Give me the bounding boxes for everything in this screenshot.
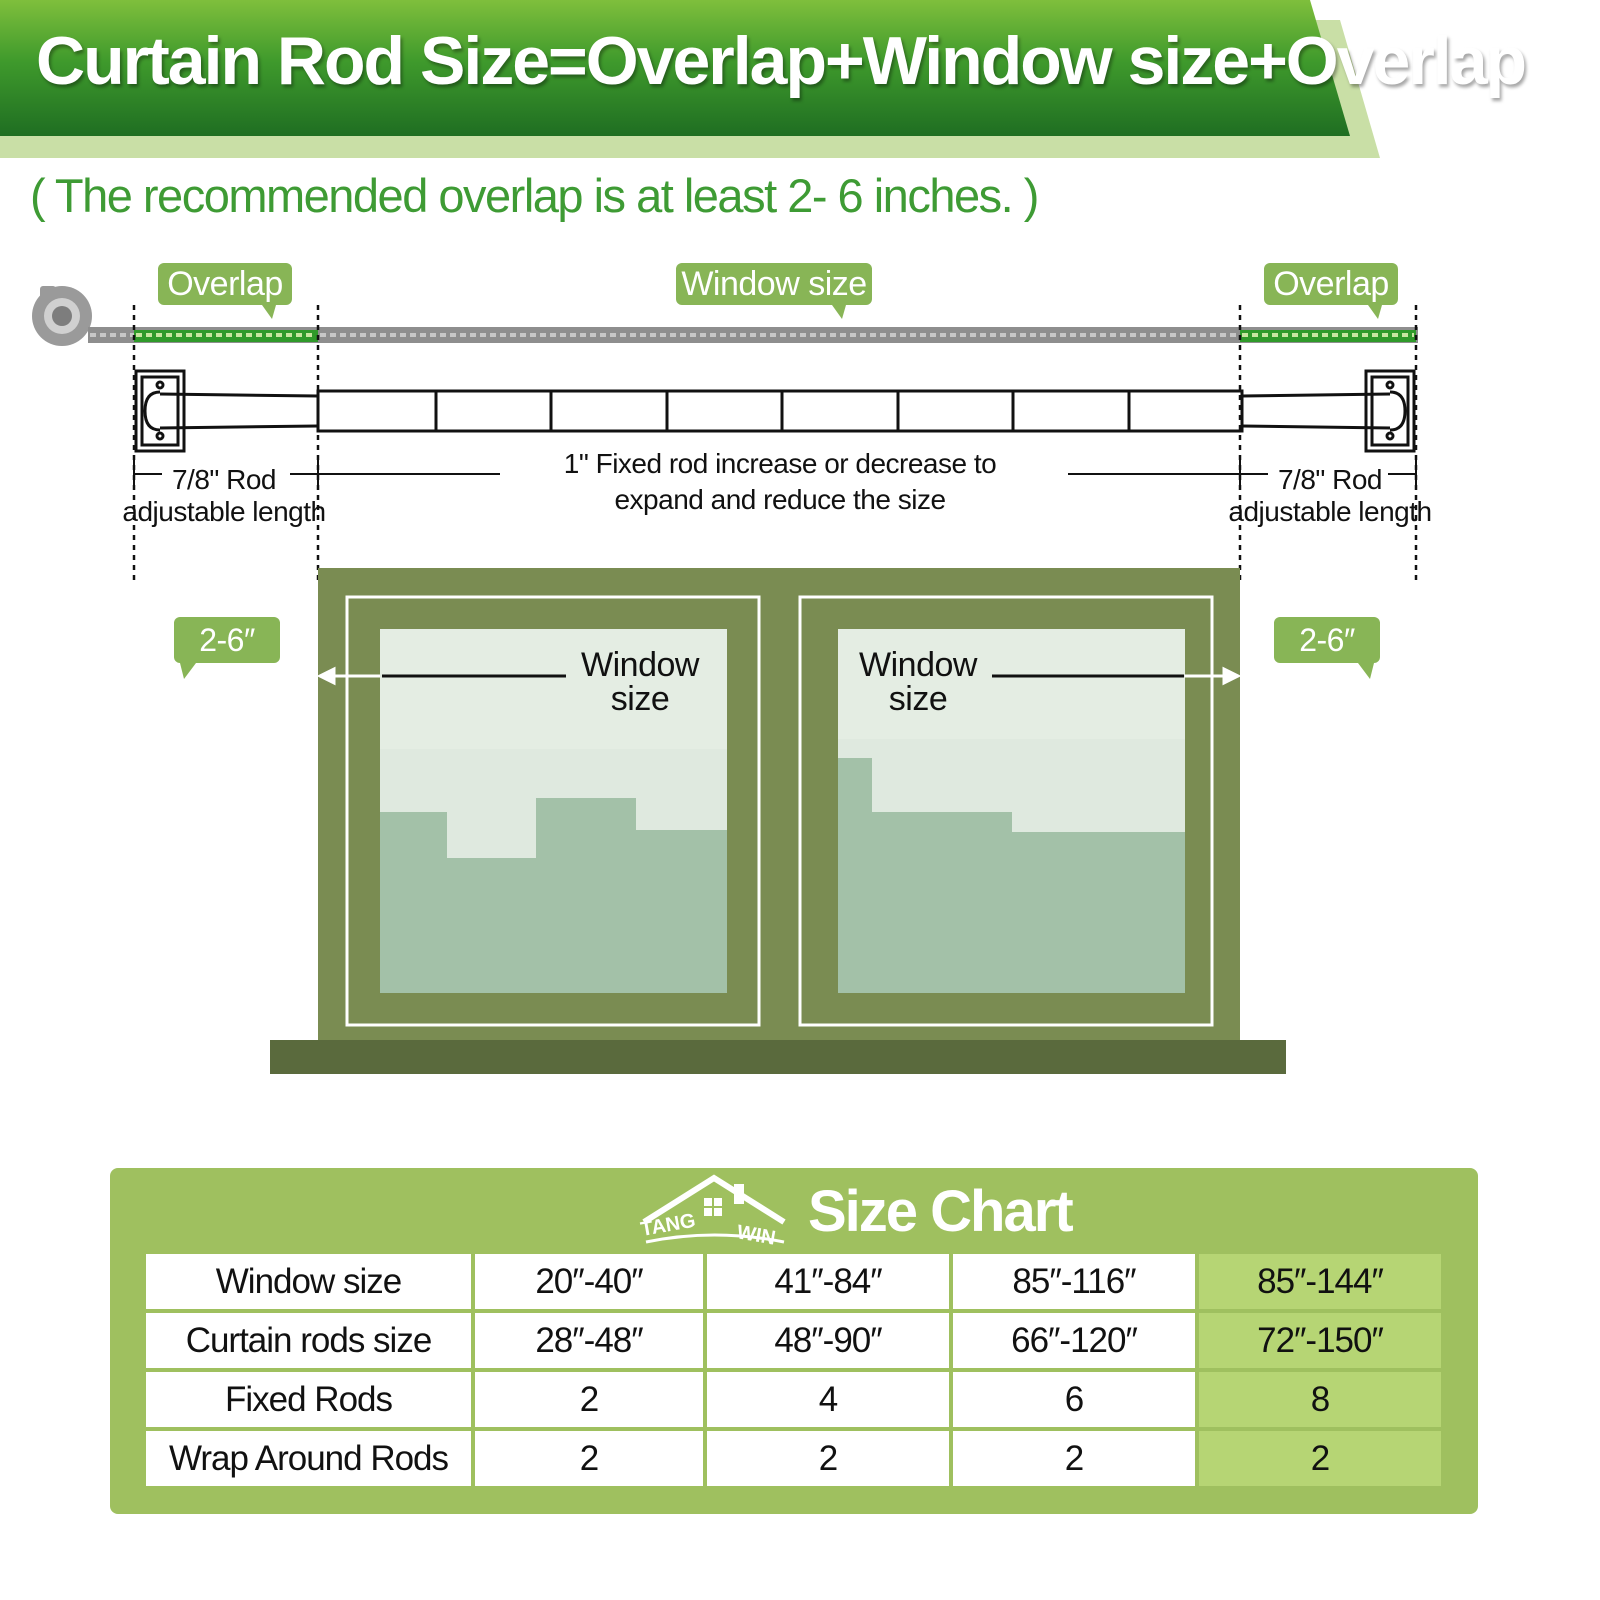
fixed-rod-label: 1" Fixed rod increase or decrease to exp… — [563, 448, 997, 515]
table-cell: 85″-116″ — [953, 1254, 1195, 1309]
right-sash — [798, 595, 1214, 1027]
table-cell: 66″-120″ — [953, 1313, 1195, 1368]
house-logo-icon: TANG WIN — [639, 1174, 786, 1248]
right-glass — [838, 629, 1185, 993]
tape-measure-icon — [32, 286, 92, 346]
table-cell: 4 — [707, 1372, 949, 1427]
table-cell: 8 — [1199, 1372, 1441, 1427]
gap-left-tag: 2-6″ — [174, 617, 280, 679]
curtain-rod — [134, 369, 1416, 453]
table-cell: 2 — [1199, 1431, 1441, 1486]
header-banner — [0, 0, 1350, 136]
overlap-left-tag: Overlap — [158, 263, 292, 319]
row-label: Fixed Rods — [146, 1372, 471, 1427]
svg-text:WIN: WIN — [735, 1221, 777, 1248]
measure-lines — [133, 460, 1417, 488]
overlap-arrows — [316, 666, 1242, 686]
gap-right-tag: 2-6″ — [1274, 617, 1380, 679]
left-glass — [380, 629, 727, 993]
row-label: Window size — [146, 1254, 471, 1309]
table-cell: 2 — [953, 1431, 1195, 1486]
table-cell: 72″-150″ — [1199, 1313, 1441, 1368]
page-title: Curtain Rod Size=Overlap+Window size+Ove… — [36, 23, 1527, 99]
table-cell: 48″-90″ — [707, 1313, 949, 1368]
pane-right-label: Window size — [859, 646, 977, 718]
left-sash — [345, 595, 761, 1027]
table-row: Window size 20″-40″ 41″-84″ 85″-116″ 85″… — [146, 1254, 1441, 1309]
window-sill — [270, 1040, 1286, 1074]
table-cell: 6 — [953, 1372, 1195, 1427]
rod-diagram — [32, 286, 1418, 582]
table-cell: 2 — [475, 1431, 703, 1486]
table-cell: 2 — [707, 1431, 949, 1486]
table-row: Fixed Rods 2 4 6 8 — [146, 1372, 1441, 1427]
size-chart-title: Size Chart — [808, 1179, 1074, 1244]
size-chart-table: Window size 20″-40″ 41″-84″ 85″-116″ 85″… — [142, 1250, 1445, 1490]
table-row: Curtain rods size 28″-48″ 48″-90″ 66″-12… — [146, 1313, 1441, 1368]
row-label: Wrap Around Rods — [146, 1431, 471, 1486]
rod-left-label: 7/8" Rod adjustable length — [122, 464, 326, 527]
table-cell: 20″-40″ — [475, 1254, 703, 1309]
table-row: Wrap Around Rods 2 2 2 2 — [146, 1431, 1441, 1486]
overlap-recommendation: ( The recommended overlap is at least 2-… — [30, 169, 1039, 222]
row-label: Curtain rods size — [146, 1313, 471, 1368]
table-cell: 41″-84″ — [707, 1254, 949, 1309]
window-size-tag: Window size — [676, 263, 872, 319]
guide-lines — [132, 305, 1418, 582]
table-cell: 85″-144″ — [1199, 1254, 1441, 1309]
pane-left-label: Window size — [581, 646, 699, 718]
rod-right-label: 7/8" Rod adjustable length — [1228, 464, 1432, 527]
overlap-right-tag: Overlap — [1264, 263, 1398, 319]
window-illustration — [270, 568, 1286, 1074]
table-cell: 2 — [475, 1372, 703, 1427]
table-cell: 28″-48″ — [475, 1313, 703, 1368]
